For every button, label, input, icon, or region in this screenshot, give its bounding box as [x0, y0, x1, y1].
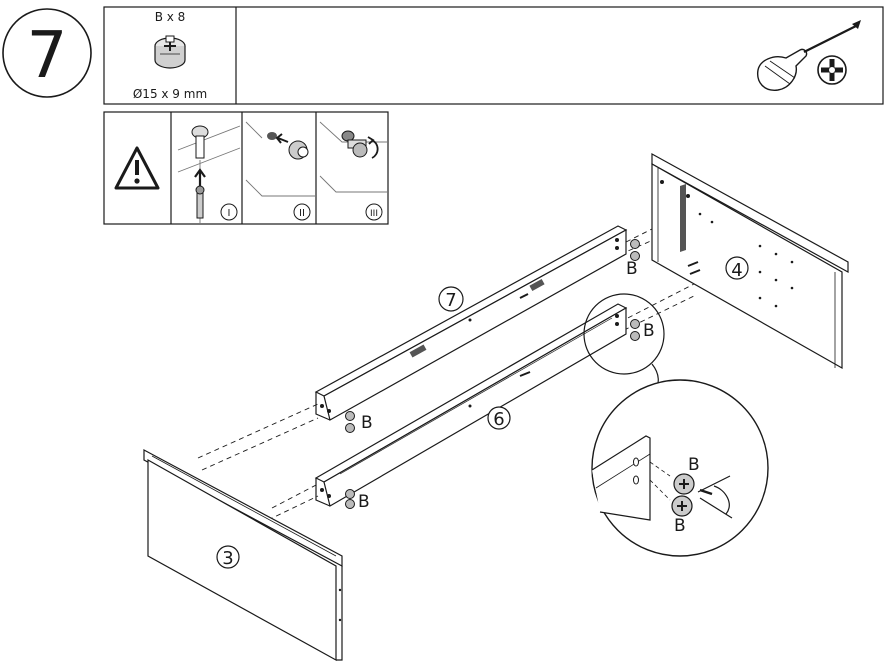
fitting-pair-front-right: B [630, 319, 655, 341]
detail-magnifier: B B [583, 293, 769, 557]
fitting-pair-back-left: B [345, 411, 373, 433]
substep-2-illustration: II [245, 121, 316, 221]
fitting-callout-b: B [361, 413, 373, 433]
step-number: 7 [27, 19, 68, 93]
front-rail: 6 [314, 303, 628, 507]
detail-callout-b: B [688, 455, 700, 475]
cam-fittings: B B B B [345, 239, 655, 512]
step-number-badge: 7 [2, 8, 92, 98]
fitting-callout-b: B [358, 492, 370, 512]
parts-header-box: B x 8 Ø15 x 9 mm [103, 6, 884, 105]
phillips-head-icon [817, 55, 847, 85]
warning-box: I II III [103, 111, 389, 225]
side-panel-right: 4 [651, 152, 849, 370]
fitting-size-label: Ø15 x 9 mm [133, 87, 207, 101]
fitting-callout-b: B [626, 259, 638, 279]
side-panel-left: 3 [143, 448, 343, 662]
cam-lock-fitting-icon [154, 35, 186, 69]
substep-label: I [228, 208, 231, 219]
part-label-6: 6 [493, 409, 504, 430]
fitting-callout-b: B [643, 321, 655, 341]
substep-1-illustration: I [177, 125, 241, 224]
warning-triangle-icon [114, 146, 160, 190]
fitting-pair-back-right: B [626, 239, 640, 279]
screwdriver-icon [757, 20, 861, 91]
part-label-3: 3 [222, 548, 233, 569]
back-rail: 7 [314, 225, 628, 421]
substep-label: III [370, 209, 378, 219]
part-label-7: 7 [445, 290, 456, 311]
detail-callout-b: B [674, 516, 686, 536]
fitting-quantity-label: B x 8 [155, 10, 186, 24]
part-label-4: 4 [731, 260, 742, 281]
fitting-pair-front-left: B [345, 489, 370, 512]
substep-label: II [299, 208, 305, 219]
substep-3-illustration: III [319, 121, 388, 221]
